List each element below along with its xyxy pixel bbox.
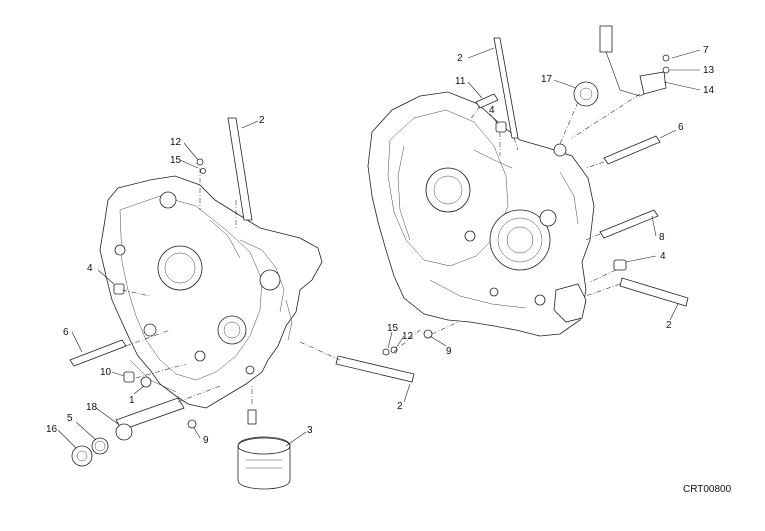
callout-6-left: 6: [63, 327, 69, 338]
callout-18: 18: [86, 402, 98, 413]
callout-12-right: 12: [402, 331, 414, 342]
callout-13: 13: [703, 65, 715, 76]
callout-2-bottom-right-stud: 2: [666, 320, 672, 331]
small-parts: [71, 25, 670, 490]
callout-15-left: 15: [170, 155, 182, 166]
callout-11: 11: [455, 76, 466, 87]
callout-10: 10: [100, 367, 112, 378]
callout-6-right: 6: [678, 122, 684, 133]
callout-2-top-left-stud: 2: [259, 115, 265, 126]
leader-lines: [57, 47, 701, 449]
callout-17: 17: [541, 74, 553, 85]
callout-4-left: 4: [87, 263, 93, 274]
callout-4-right-bottom: 4: [660, 251, 666, 262]
right-crankcase-half: [367, 91, 595, 337]
callout-8: 8: [659, 232, 665, 243]
diagram-code: CRT00800: [683, 484, 732, 495]
callout-1: 1: [129, 395, 135, 406]
assembly-lines: [121, 93, 641, 404]
callout-15-right: 15: [387, 323, 399, 334]
callout-2-top-right-stud: 2: [457, 53, 463, 64]
callout-16: 16: [46, 424, 58, 435]
callout-9-right: 9: [446, 346, 452, 357]
callout-labels: 2 12 15 4 6 10 1 5 18 16 9 3 2 11 4 17 7…: [46, 45, 715, 446]
callout-9-left: 9: [203, 435, 209, 446]
callout-4-right-top: 4: [489, 105, 495, 116]
callout-7: 7: [703, 45, 709, 56]
callout-14: 14: [703, 85, 715, 96]
callout-2-bottom-center-stud: 2: [397, 401, 403, 412]
stud-parts: [69, 37, 689, 383]
callout-12-left: 12: [170, 137, 182, 148]
callout-3-oil-filter: 3: [307, 425, 313, 436]
callout-5: 5: [67, 413, 73, 424]
left-crankcase-half: [99, 175, 323, 409]
